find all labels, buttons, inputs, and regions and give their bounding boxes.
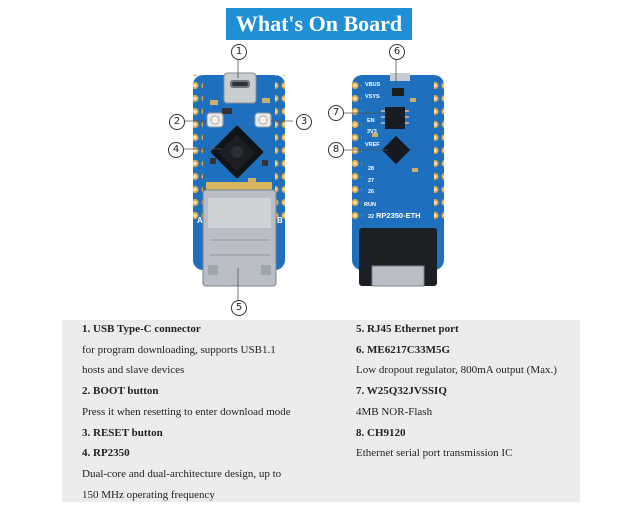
spec-reset-title: 3. RESET button <box>82 426 163 439</box>
spec-ldo-title: 6. ME6217C33M5G <box>356 343 451 356</box>
spec-rj45-title: 5. RJ45 Ethernet port <box>356 323 459 335</box>
spec-boot-desc: Press it when resetting to enter downloa… <box>82 405 291 418</box>
spec-usb-desc-1: for program downloading, supports USB1.1 <box>82 343 276 356</box>
pin-label-a: A <box>197 216 203 225</box>
rj45-port-front <box>202 189 277 287</box>
spec-panel: 1. USB Type-C connector for program down… <box>62 320 580 502</box>
front-board: A B <box>193 72 285 287</box>
spec-rp2350-desc-2: 150 MHz operating frequency <box>82 488 215 501</box>
flash-chip <box>381 107 409 129</box>
callout-4: 4 <box>168 142 184 158</box>
rj45-port-back <box>359 228 437 287</box>
reset-button <box>254 112 272 128</box>
silk-vsys: VSYS <box>365 94 380 100</box>
regulator-chip <box>392 88 404 96</box>
spec-usb-title: 1. USB Type-C connector <box>82 323 201 335</box>
silk-27: 27 <box>368 178 374 184</box>
silk-vref: VREF <box>365 142 380 148</box>
spec-column-right: 5. RJ45 Ethernet port 6. ME6217C33M5G Lo… <box>356 320 580 464</box>
spec-column-left: 1. USB Type-C connector for program down… <box>82 320 342 505</box>
silk-vbus: VBUS <box>365 82 381 88</box>
spec-rp2350-title: 4. RP2350 <box>82 447 130 460</box>
callout-1: 1 <box>231 44 247 60</box>
spec-boot-title: 2. BOOT button <box>82 385 159 398</box>
silk-3v3: 3V3 <box>367 129 377 135</box>
callout-2: 2 <box>169 114 185 130</box>
callout-7: 7 <box>328 105 344 121</box>
callout-5: 5 <box>231 300 247 316</box>
silk-22: 22 <box>368 214 374 220</box>
usb-c-connector <box>223 72 257 104</box>
callout-3: 3 <box>296 114 312 130</box>
spec-ldo-desc: Low dropout regulator, 800mA output (Max… <box>356 364 557 377</box>
spec-flash-title: 7. W25Q32JVSSIQ <box>356 385 447 398</box>
spec-usb-desc-2: hosts and slave devices <box>82 364 185 377</box>
spec-flash-desc: 4MB NOR-Flash <box>356 405 433 418</box>
back-board-label: RP2350-ETH <box>376 211 421 220</box>
silk-run: RUN <box>364 202 376 208</box>
page-title: What's On Board <box>235 11 403 36</box>
callout-8: 8 <box>328 142 344 158</box>
spec-rp2350-desc-1: Dual-core and dual-architecture design, … <box>82 467 282 480</box>
silk-en: EN <box>367 118 375 124</box>
pin-label-b: B <box>277 216 283 225</box>
board-illustration: A B VBUS VSYS EN 3V3 VRE <box>184 57 444 300</box>
rp2350-chip <box>210 125 264 179</box>
silk-26: 26 <box>368 189 374 195</box>
spec-ch9120-desc: Ethernet serial port transmission IC <box>356 447 513 460</box>
back-board: VBUS VSYS EN 3V3 VREF 28 27 26 RUN 22 RP… <box>352 73 444 287</box>
spec-ch9120-title: 8. CH9120 <box>356 426 406 439</box>
callout-6: 6 <box>389 44 405 60</box>
title-banner: What's On Board <box>226 8 412 40</box>
silk-28: 28 <box>368 166 374 172</box>
boot-button <box>206 112 224 128</box>
